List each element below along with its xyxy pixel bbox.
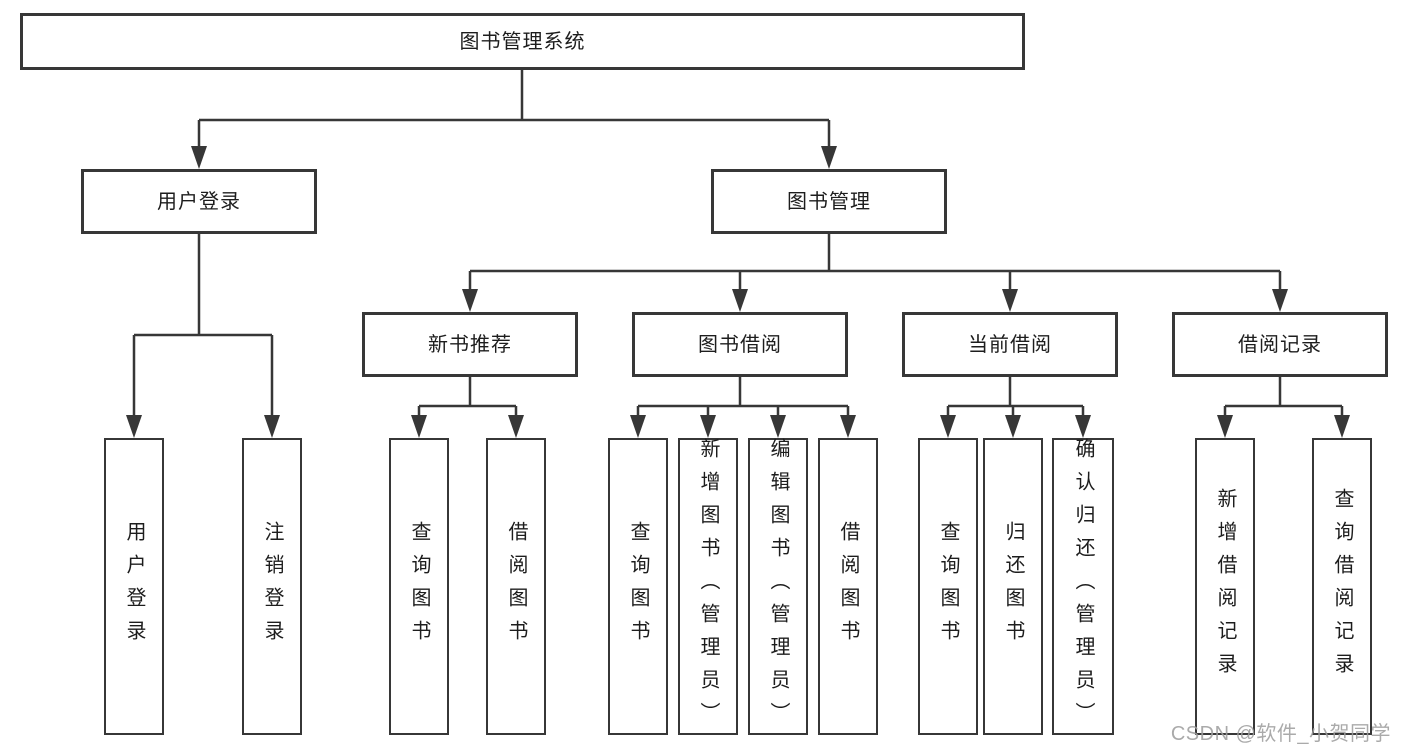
node-label: 查询图书 [937, 520, 959, 653]
node-book-borrow: 图书借阅 [632, 312, 848, 377]
node-label: 编辑图书（管理员） [767, 438, 789, 735]
leaf-logout: 注销登录 [242, 438, 302, 735]
leaf-newbook-borrow-book: 借阅图书 [486, 438, 546, 735]
csdn-watermark: CSDN @软件_小贺同学 [1170, 723, 1391, 745]
node-label: 借阅记录 [1238, 333, 1322, 356]
node-label: 图书借阅 [698, 333, 782, 356]
leaf-records-query-borrow-record: 查询借阅记录 [1312, 438, 1372, 735]
node-label: 借阅图书 [505, 520, 527, 653]
leaf-current-return-book: 归还图书 [983, 438, 1043, 735]
leaf-current-query-book: 查询图书 [918, 438, 978, 735]
node-label: 确认归还（管理员） [1072, 438, 1094, 735]
node-label: 查询借阅记录 [1331, 487, 1353, 686]
leaf-records-add-borrow-record: 新增借阅记录 [1195, 438, 1255, 735]
leaf-newbook-query-book: 查询图书 [389, 438, 449, 735]
leaf-borrow-edit-book-admin: 编辑图书（管理员） [748, 438, 808, 735]
node-label: 用户登录 [123, 520, 145, 653]
node-label: 新书推荐 [428, 333, 512, 356]
node-current-borrow: 当前借阅 [902, 312, 1118, 377]
node-new-book-recommend: 新书推荐 [362, 312, 578, 377]
node-label: 注销登录 [261, 520, 283, 653]
node-label: 图书管理 [787, 190, 871, 213]
node-label: 当前借阅 [968, 333, 1052, 356]
node-label: 新增借阅记录 [1214, 487, 1236, 686]
leaf-borrow-add-book-admin: 新增图书（管理员） [678, 438, 738, 735]
node-user-login: 用户登录 [81, 169, 317, 234]
node-library-management-system: 图书管理系统 [20, 13, 1025, 70]
node-label: 用户登录 [157, 190, 241, 213]
leaf-borrow-borrow-book: 借阅图书 [818, 438, 878, 735]
node-book-management: 图书管理 [711, 169, 947, 234]
node-label: 查询图书 [627, 520, 649, 653]
node-label: 查询图书 [408, 520, 430, 653]
node-label: 归还图书 [1002, 520, 1024, 653]
leaf-current-confirm-return-admin: 确认归还（管理员） [1052, 438, 1114, 735]
node-label: 借阅图书 [837, 520, 859, 653]
node-borrow-records: 借阅记录 [1172, 312, 1388, 377]
leaf-borrow-query-book: 查询图书 [608, 438, 668, 735]
node-label: 图书管理系统 [459, 30, 586, 53]
node-label: 新增图书（管理员） [697, 438, 719, 735]
leaf-user-login: 用户登录 [104, 438, 164, 735]
